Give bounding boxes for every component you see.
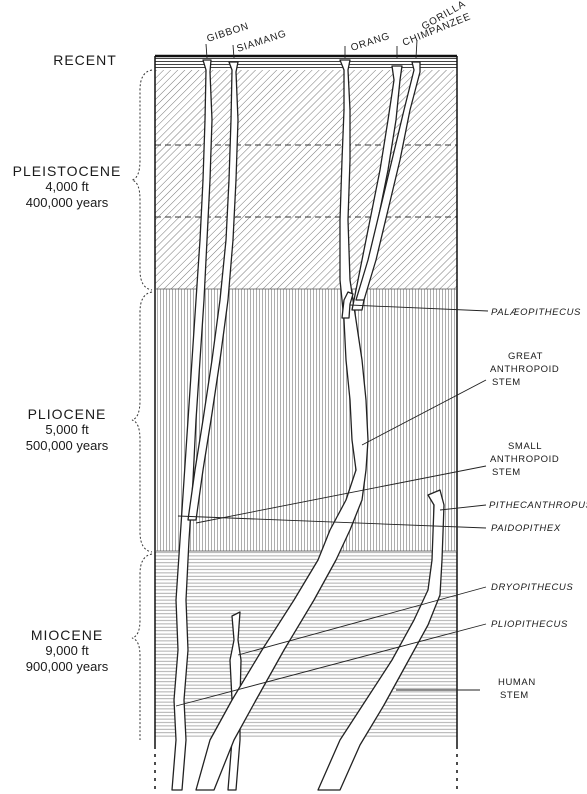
era-pliocene-years: 500,000 years	[4, 438, 130, 454]
label-human-stem-1: HUMAN	[498, 677, 536, 688]
label-great-stem-2: ANTHROPOID	[490, 364, 559, 375]
label-dryopithecus: DRYOPITHECUS	[491, 582, 573, 593]
label-orang: ORANG	[350, 31, 392, 54]
era-miocene-depth: 9,000 ft	[4, 643, 130, 659]
brace-pliocene	[132, 292, 152, 552]
label-human-stem-2: STEM	[500, 690, 529, 701]
era-pleistocene-name: PLEISTOCENE	[4, 163, 130, 179]
era-miocene-years: 900,000 years	[4, 659, 130, 675]
era-pliocene: PLIOCENE 5,000 ft 500,000 years	[4, 406, 130, 454]
label-pithecanthropus: PITHECANTHROPUS	[489, 500, 587, 511]
era-pleistocene-depth: 4,000 ft	[4, 179, 130, 195]
era-recent-name: RECENT	[40, 52, 130, 68]
era-pleistocene: PLEISTOCENE 4,000 ft 400,000 years	[4, 163, 130, 211]
label-small-stem-3: STEM	[492, 467, 521, 478]
era-pliocene-name: PLIOCENE	[4, 406, 130, 422]
label-small-stem-2: ANTHROPOID	[490, 454, 559, 465]
era-pliocene-depth: 5,000 ft	[4, 422, 130, 438]
era-miocene: MIOCENE 9,000 ft 900,000 years	[4, 627, 130, 675]
label-pliopithecus: PLIOPITHECUS	[491, 619, 568, 630]
label-great-stem-3: STEM	[492, 377, 521, 388]
era-pleistocene-years: 400,000 years	[4, 195, 130, 211]
label-palaeopithecus: PALÆOPITHECUS	[491, 307, 581, 318]
label-paidopithex: PAIDOPITHEX	[491, 523, 561, 534]
brace-miocene	[132, 554, 152, 740]
era-recent: RECENT	[40, 52, 130, 68]
label-great-stem-1: GREAT	[508, 351, 543, 362]
label-small-stem-1: SMALL	[508, 441, 542, 452]
era-miocene-name: MIOCENE	[4, 627, 130, 643]
brace-pleistocene	[132, 70, 152, 290]
